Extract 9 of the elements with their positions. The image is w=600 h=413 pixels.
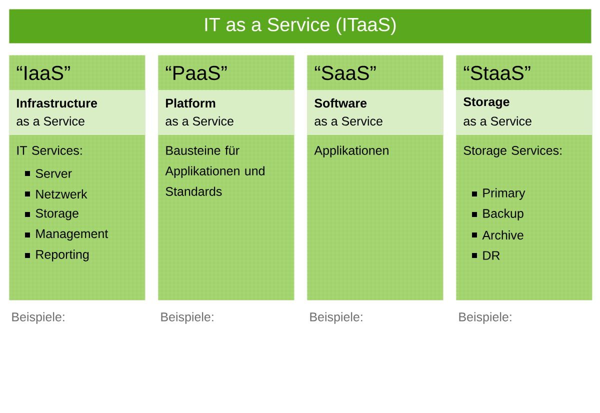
service-column: “PaaS” Platform as a Service Bausteine für Applikationen und Standards — [158, 54, 294, 300]
example-heading: Beispiele: — [310, 312, 362, 324]
example-heading: Beispiele: — [459, 312, 512, 324]
example-heading: Beispiele: — [12, 312, 64, 324]
example-heading: Beispiele: — [161, 312, 214, 324]
title-banner: IT as a Service (ITaaS) — [9, 9, 592, 44]
service-column: “StaaS” Storage as a Service Storage Services: Primary Backup Archive DR — [456, 54, 592, 300]
service-column: “SaaS” Software as a Service Applikationen — [306, 54, 444, 300]
service-column: “IaaS” Infrastructure as a Service IT Services: Server Netzwerk Storage Management Reporting — [8, 54, 146, 300]
